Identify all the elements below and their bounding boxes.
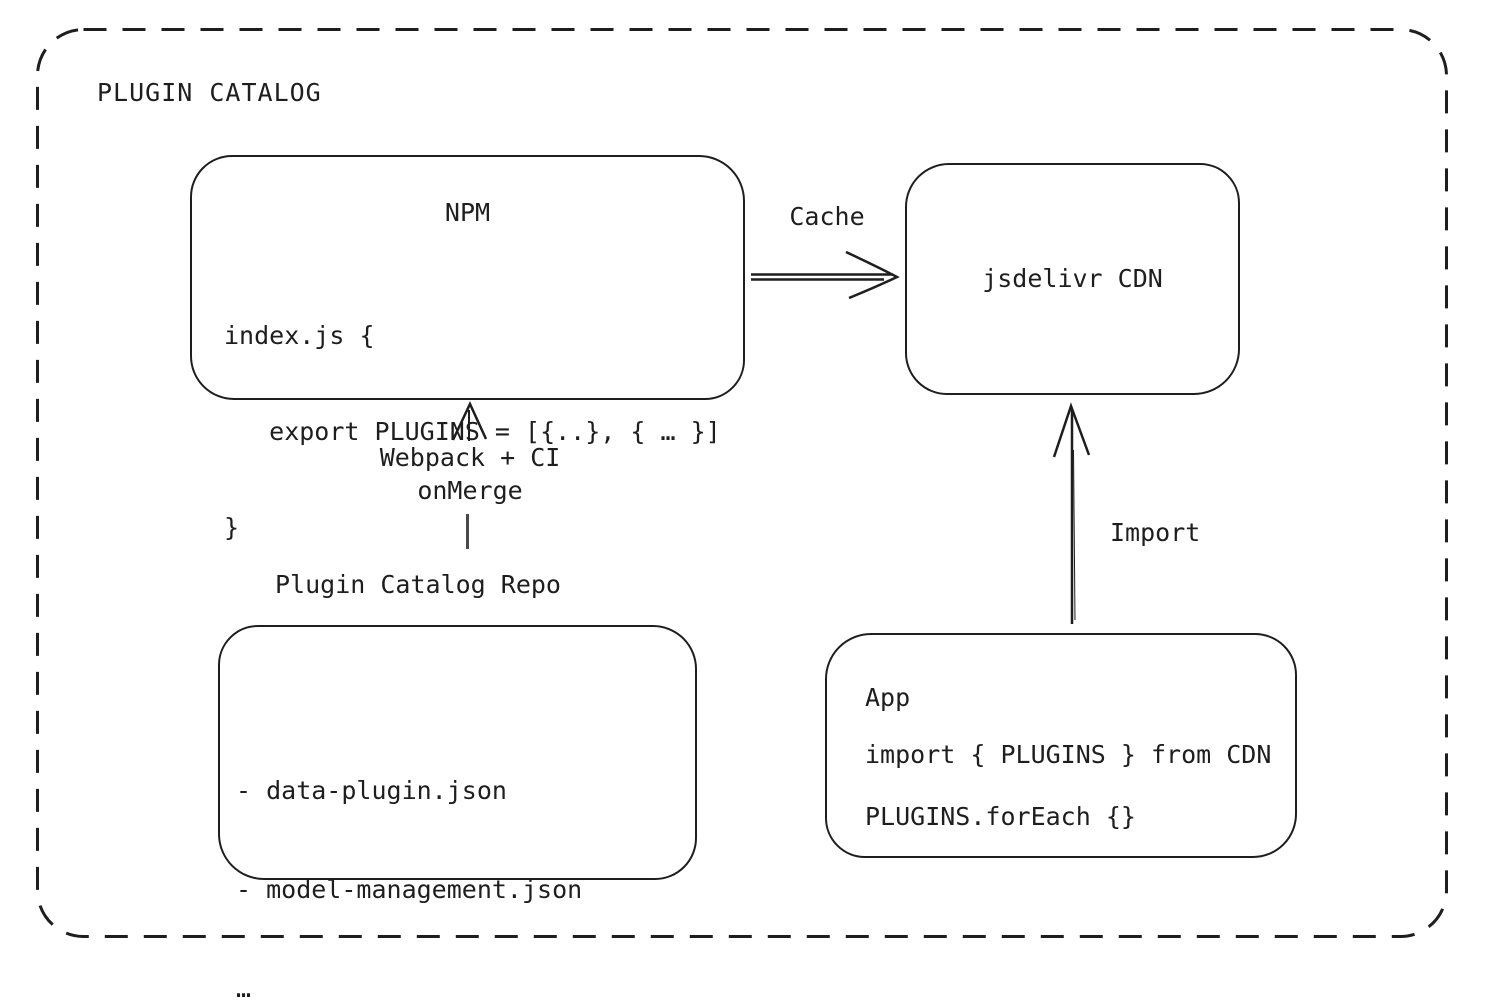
repo-file-item: - model-management.json <box>236 875 583 904</box>
repo-file-item: - data-plugin.json <box>236 776 507 805</box>
import-arrow <box>1052 402 1091 624</box>
npm-code-line: index.js { <box>224 321 375 350</box>
diagram-title: PLUGIN CATALOG <box>97 78 322 107</box>
repo-file-list: - data-plugin.json - model-management.js… <box>236 708 582 1002</box>
cache-arrow-label: Cache <box>789 202 865 231</box>
npm-code-line: } <box>224 513 240 542</box>
repo-box: - data-plugin.json - model-management.js… <box>218 625 697 1002</box>
npm-code-block: index.js { export PLUGINS = [{..}, { … }… <box>224 256 721 608</box>
build-arrowhead <box>451 401 488 441</box>
npm-box-title: NPM <box>444 198 491 227</box>
import-arrow-shaft-double <box>1073 449 1076 621</box>
import-arrow-label: Import <box>1110 518 1201 547</box>
build-arrow-label-line2: onMerge <box>417 476 523 505</box>
cdn-box-label: jsdelivr CDN <box>982 264 1163 293</box>
npm-code-line: export PLUGINS = [{..}, { … }] <box>224 417 721 446</box>
cache-arrowhead <box>845 250 900 300</box>
npm-box: NPM index.js { export PLUGINS = [{..}, {… <box>190 155 745 542</box>
cache-arrow <box>751 250 900 300</box>
repo-file-item: … <box>236 974 252 1002</box>
app-box: App import { PLUGINS } from CDN PLUGINS.… <box>825 633 1297 858</box>
repo-title: Plugin Catalog Repo <box>275 570 561 599</box>
app-box-title: App <box>865 683 911 712</box>
app-code-line: import { PLUGINS } from CDN <box>865 740 1272 769</box>
app-code-line: PLUGINS.forEach {} <box>865 802 1136 831</box>
import-arrowhead <box>1052 402 1091 458</box>
build-arrow-label: Webpack + CI onMerge <box>320 441 620 507</box>
build-arrow <box>451 401 488 549</box>
build-arrow-label-line1: Webpack + CI <box>379 443 561 472</box>
cdn-box: jsdelivr CDN <box>905 163 1240 395</box>
catalog-dashed-border <box>36 28 1448 938</box>
